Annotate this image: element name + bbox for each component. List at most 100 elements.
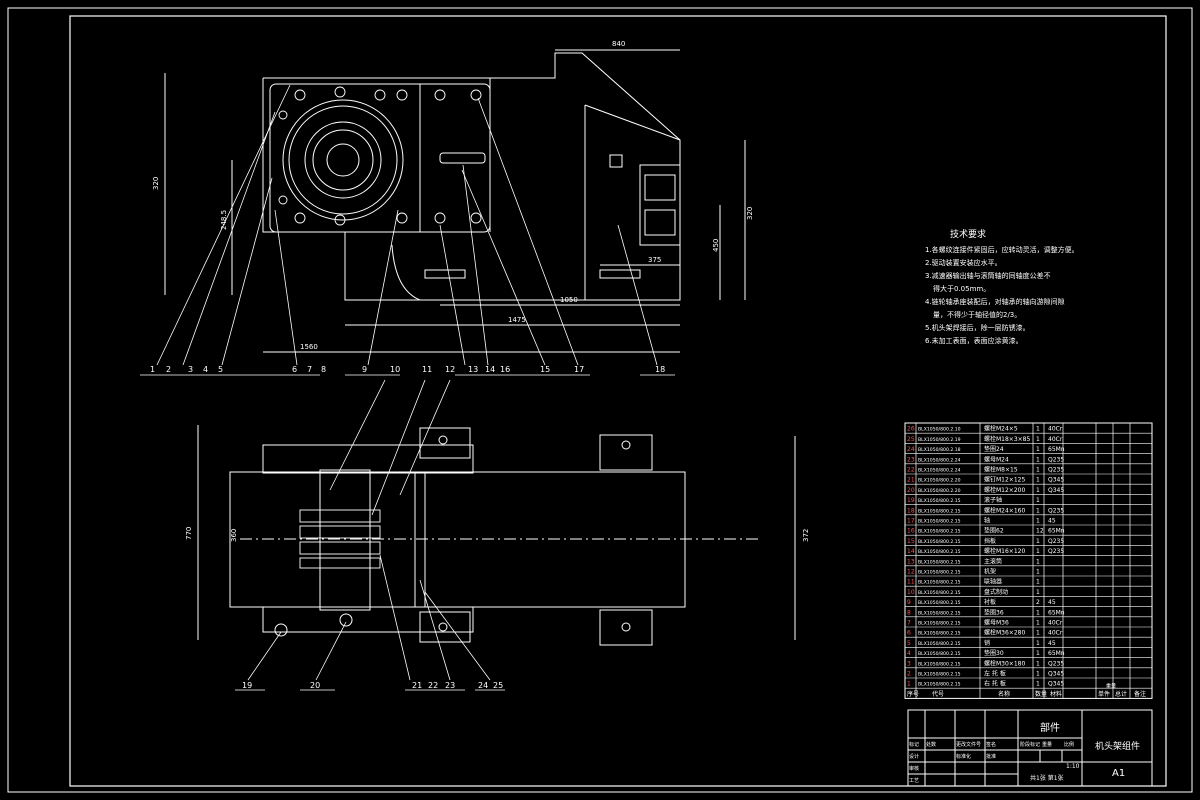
callout-10: 10 (390, 365, 400, 374)
bom-cell-code: BLX1050/800.2.15 (918, 641, 961, 647)
technical-requirements: 技术要求 1.各螺纹连接件紧固后，应转动灵活，调整方便。 2.驱动装置安装应水平… (925, 228, 1079, 345)
role-label-3: 工艺 (909, 778, 919, 784)
tech-req-item-1: 1.各螺纹连接件紧固后，应转动灵活，调整方便。 (925, 245, 1079, 254)
bom-cell-name: 盘式制动 (984, 588, 1008, 596)
sheet-inner-frame (69, 15, 1167, 787)
callout-21: 21 (412, 681, 422, 690)
callout-20: 20 (310, 681, 320, 690)
bom-cell-no: 8 (907, 609, 911, 616)
callout-7: 7 (307, 365, 312, 374)
callout-18: 18 (655, 365, 665, 374)
bom-cell-qty: 1 (1036, 569, 1040, 576)
front-elevation-view (140, 49, 746, 376)
bom-cell-name: 衬板 (984, 598, 996, 606)
bom-cell-name: 垫圈30 (984, 649, 1004, 657)
bom-cell-code: BLX1050/800.2.15 (918, 529, 961, 535)
bom-frame (904, 422, 1153, 699)
bom-cell-qty: 1 (1036, 630, 1040, 637)
bom-cell-qty: 1 (1036, 487, 1040, 494)
dim-left-height: 320 (152, 177, 160, 190)
bom-cell-material: 65Mn (1048, 528, 1065, 535)
scale-value: 1:10 (1066, 763, 1080, 770)
bom-cell-no: 12 (907, 569, 915, 576)
bom-cell-code: BLX1050/800.2.15 (918, 621, 961, 627)
sheet-info: 共1张 第1张 (1030, 774, 1064, 782)
bom-cell-qty: 1 (1036, 589, 1040, 596)
dim-bottom-1: 1050 (560, 296, 578, 304)
bom-cell-no: 16 (907, 528, 915, 535)
stage-label-3: 比例 (1064, 741, 1074, 748)
bom-cell-code: BLX1050/800.2.15 (918, 682, 961, 688)
bom-header-cell: 代号 (932, 690, 944, 698)
bom-header-cell: 备注 (1134, 690, 1146, 698)
dim-plan-inner: 360 (230, 529, 238, 542)
callout-8: 8 (321, 365, 326, 374)
bom-cell-qty: 1 (1036, 681, 1040, 688)
bom-cell-code: BLX1050/800.2.20 (918, 488, 961, 494)
bom-cell-name: 销 (984, 639, 990, 647)
bom-cell-code: BLX1050/800.2.18 (918, 447, 961, 453)
bom-cell-no: 26 (907, 426, 915, 433)
bom-cell-material: 45 (1048, 599, 1056, 606)
bom-cell-qty: 1 (1036, 548, 1040, 555)
bom-cell-material: Q235 (1048, 538, 1064, 545)
bom-cell-qty: 1 (1036, 436, 1040, 443)
bom-cell-no: 18 (907, 507, 915, 514)
bom-cell-no: 1 (907, 681, 911, 688)
bom-cell-no: 3 (907, 660, 911, 667)
tech-req-heading: 技术要求 (950, 228, 986, 240)
bom-cell-name: 垫圈36 (984, 608, 1004, 616)
bom-cell-no: 13 (907, 558, 915, 565)
bom-header-cell: 总计 (1115, 690, 1127, 698)
bom-cell-code: BLX1050/800.2.24 (918, 457, 961, 463)
bom-cell-qty: 1 (1036, 558, 1040, 565)
bom-cell-code: BLX1050/800.2.15 (918, 590, 961, 596)
bom-cell-qty: 1 (1036, 538, 1040, 545)
tech-req-item-4: 得大于0.05mm。 (933, 284, 990, 293)
bom-cell-code: BLX1050/800.2.15 (918, 508, 961, 514)
callout-2: 2 (166, 365, 171, 374)
bom-cell-name: 右 托 板 (984, 680, 1006, 688)
bom-cell-material: 65Mn (1048, 650, 1065, 657)
bom-cell-qty: 1 (1036, 507, 1040, 514)
callout-17: 17 (574, 365, 584, 374)
dim-side-a: 450 (712, 239, 720, 252)
bom-cell-code: BLX1050/800.2.15 (918, 539, 961, 545)
tech-req-item-8: 6.未加工表面，表面应涂黄漆。 (925, 336, 1023, 345)
callout-12: 12 (445, 365, 455, 374)
bom-cell-code: BLX1050/800.2.15 (918, 519, 961, 525)
rev-label-2: 处数 (926, 741, 936, 748)
bom-cell-no: 14 (907, 548, 915, 555)
bom-cell-name: 螺栓M30×180 (984, 659, 1025, 667)
plan-view (197, 379, 796, 691)
callout-19: 19 (242, 681, 252, 690)
tech-req-item-7: 5.机头架焊接后，除一层防锈漆。 (925, 323, 1030, 332)
bom-cell-name: 螺栓M18×3×85 (984, 435, 1031, 443)
bom-cell-no: 23 (907, 456, 915, 463)
bom-cell-code: BLX1050/800.2.10 (918, 427, 961, 433)
dim-plan-left: 770 (185, 527, 193, 540)
bom-cell-no: 24 (907, 446, 915, 453)
bom-cell-material: 65Mn (1048, 609, 1065, 616)
bom-cell-code: BLX1050/800.2.20 (918, 478, 961, 484)
callout-15: 15 (540, 365, 550, 374)
bom-cell-material: Q345 (1048, 477, 1064, 484)
bom-cell-material: Q235 (1048, 548, 1064, 555)
bom-cell-code: BLX1050/800.2.24 (918, 468, 961, 474)
role-label-5: 批准 (986, 753, 996, 760)
bom-cell-code: BLX1050/800.2.15 (918, 661, 961, 667)
dim-plan-right: 372 (802, 529, 810, 542)
callout-22: 22 (428, 681, 438, 690)
